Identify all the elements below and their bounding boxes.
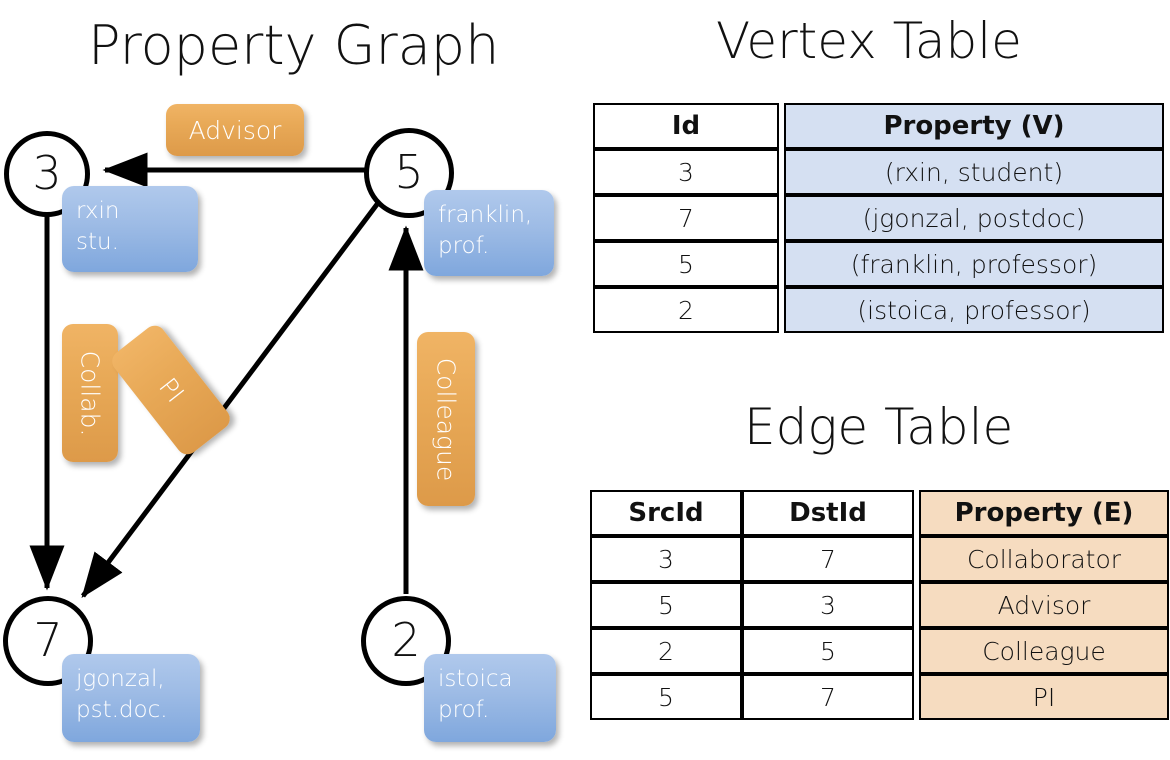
property-graph-diagram: 3 5 7 2 rxin stu. franklin, prof. jgonza…: [0, 0, 580, 760]
edge-cell-property: Collaborator: [919, 536, 1169, 582]
edge-label-advisor-text: Advisor: [188, 115, 282, 145]
edge-cell-dstid: 7: [742, 674, 914, 720]
edge-header-srcid: SrcId: [590, 490, 742, 536]
node-property-line1: franklin,: [438, 202, 533, 228]
edge-cell-property: Colleague: [919, 628, 1169, 674]
graph-node-5[interactable]: 5: [364, 128, 454, 218]
column-gap: [779, 103, 784, 149]
column-gap: [914, 674, 919, 720]
node-property-box-2: istoica prof.: [424, 654, 556, 742]
table-row: 7 (jgonzal, postdoc): [593, 195, 1164, 241]
column-gap: [914, 582, 919, 628]
vertex-header-id: Id: [593, 103, 779, 149]
edge-table: SrcId DstId Property (E) 3 7 Collaborato…: [590, 490, 1169, 720]
graph-edges-svg: [29, 152, 424, 598]
node-property-box-5: franklin, prof.: [424, 190, 554, 276]
table-row: 5 7 PI: [590, 674, 1169, 720]
vertex-cell-id: 7: [593, 195, 779, 241]
vertex-cell-property: (franklin, professor): [784, 241, 1164, 287]
node-property-line1: jgonzal,: [76, 666, 165, 692]
column-gap: [779, 195, 784, 241]
vertex-table: Id Property (V) 3 (rxin, student) 7 (jgo…: [593, 103, 1164, 333]
table-header-row: SrcId DstId Property (E): [590, 490, 1169, 536]
edge-label-collab-text: Collab.: [75, 350, 105, 436]
column-gap: [914, 628, 919, 674]
graph-node-2[interactable]: 2: [361, 596, 451, 686]
vertex-cell-property: (istoica, professor): [784, 287, 1164, 333]
edge-label-colleague: Colleague: [417, 332, 475, 506]
table-row: 3 7 Collaborator: [590, 536, 1169, 582]
column-gap: [914, 536, 919, 582]
graph-node-7-label: 7: [33, 613, 63, 667]
table-row: 5 3 Advisor: [590, 582, 1169, 628]
edge-label-collab: Collab.: [62, 324, 118, 462]
node-property-line2: stu.: [76, 229, 119, 256]
node-property-box-3: rxin stu.: [62, 186, 198, 272]
column-gap: [779, 287, 784, 333]
graph-node-3-label: 3: [32, 146, 62, 200]
edge-label-colleague-text: Colleague: [431, 357, 461, 481]
table-row: 3 (rxin, student): [593, 149, 1164, 195]
vertex-cell-property: (jgonzal, postdoc): [784, 195, 1164, 241]
edge-cell-dstid: 3: [742, 582, 914, 628]
edge-cell-property: PI: [919, 674, 1169, 720]
edge-cell-dstid: 5: [742, 628, 914, 674]
page-title-property-graph: Property Graph: [88, 14, 500, 77]
table-row: 2 5 Colleague: [590, 628, 1169, 674]
node-property-line2: prof.: [438, 233, 490, 260]
node-property-line2: pst.doc.: [76, 697, 168, 724]
edge-cell-property: Advisor: [919, 582, 1169, 628]
vertex-cell-id: 3: [593, 149, 779, 195]
node-property-box-7: jgonzal, pst.doc.: [62, 654, 200, 742]
edge-cell-dstid: 7: [742, 536, 914, 582]
vertex-cell-id: 2: [593, 287, 779, 333]
node-property-line1: rxin: [76, 198, 120, 224]
vertex-cell-property: (rxin, student): [784, 149, 1164, 195]
table-header-row: Id Property (V): [593, 103, 1164, 149]
vertex-cell-id: 5: [593, 241, 779, 287]
page-title-vertex-table: Vertex Table: [716, 12, 1022, 70]
edge-cell-srcid: 3: [590, 536, 742, 582]
table-row: 5 (franklin, professor): [593, 241, 1164, 287]
node-property-line2: prof.: [438, 697, 490, 724]
edge-5-to-7-pi: [81, 201, 380, 598]
edge-cell-srcid: 5: [590, 582, 742, 628]
edge-header-property: Property (E): [919, 490, 1169, 536]
column-gap: [779, 241, 784, 287]
vertex-header-property: Property (V): [784, 103, 1164, 149]
page-title-edge-table: Edge Table: [744, 398, 1014, 456]
edge-label-advisor: Advisor: [166, 104, 304, 156]
graph-node-2-label: 2: [391, 613, 421, 667]
column-gap: [914, 490, 919, 536]
edge-header-dstid: DstId: [742, 490, 914, 536]
node-property-line1: istoica: [438, 666, 513, 692]
edge-cell-srcid: 2: [590, 628, 742, 674]
column-gap: [779, 149, 784, 195]
edge-label-pi-text: PI: [152, 372, 190, 408]
edge-cell-srcid: 5: [590, 674, 742, 720]
table-row: 2 (istoica, professor): [593, 287, 1164, 333]
graph-node-5-label: 5: [394, 145, 424, 199]
